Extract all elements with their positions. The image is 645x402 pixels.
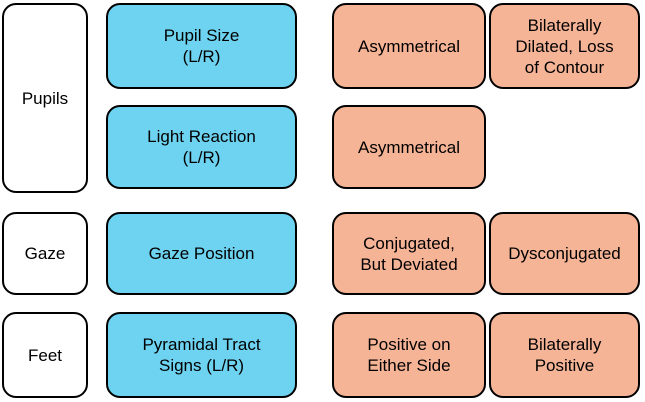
finding-label-positive-either-side: Positive on Either Side xyxy=(367,335,451,375)
finding-label-light-reaction-asymmetrical: Asymmetrical xyxy=(357,137,460,157)
sign-label-pyramidal-tract: Pyramidal Tract Signs (L/R) xyxy=(142,335,261,375)
finding-box-dysconjugated: Dysconjugated xyxy=(489,212,640,295)
category-box-feet: Feet xyxy=(2,312,88,398)
category-box-gaze: Gaze xyxy=(2,212,88,295)
sign-label-light-reaction: Light Reaction (L/R) xyxy=(147,127,256,167)
finding-label-conjugated-deviated: Conjugated, But Deviated xyxy=(360,233,458,274)
finding-box-conjugated-deviated: Conjugated, But Deviated xyxy=(332,212,486,295)
sign-box-pyramidal-tract: Pyramidal Tract Signs (L/R) xyxy=(106,312,297,398)
category-label-gaze: Gaze xyxy=(24,244,66,263)
finding-box-light-reaction-asymmetrical: Asymmetrical xyxy=(332,105,486,189)
category-label-feet: Feet xyxy=(27,345,63,365)
finding-box-bilaterally-dilated: Bilaterally Dilated, Loss of Contour xyxy=(489,3,640,89)
finding-label-dysconjugated: Dysconjugated xyxy=(508,244,621,263)
finding-label-bilaterally-dilated: Bilaterally Dilated, Loss of Contour xyxy=(515,15,614,77)
sign-box-pupil-size: Pupil Size (L/R) xyxy=(106,3,297,89)
finding-box-positive-either-side: Positive on Either Side xyxy=(332,312,486,398)
category-label-pupils: Pupils xyxy=(21,88,69,108)
finding-label-pupil-size-asymmetrical: Asymmetrical xyxy=(357,36,460,56)
sign-box-light-reaction: Light Reaction (L/R) xyxy=(106,105,297,189)
finding-label-bilaterally-positive: Bilaterally Positive xyxy=(527,335,602,375)
sign-label-pupil-size: Pupil Size (L/R) xyxy=(163,26,240,66)
finding-box-bilaterally-positive: Bilaterally Positive xyxy=(489,312,640,398)
sign-label-gaze-position: Gaze Position xyxy=(148,244,255,263)
sign-box-gaze-position: Gaze Position xyxy=(106,212,297,295)
finding-box-pupil-size-asymmetrical: Asymmetrical xyxy=(332,3,486,89)
category-box-pupils: Pupils xyxy=(2,3,88,193)
